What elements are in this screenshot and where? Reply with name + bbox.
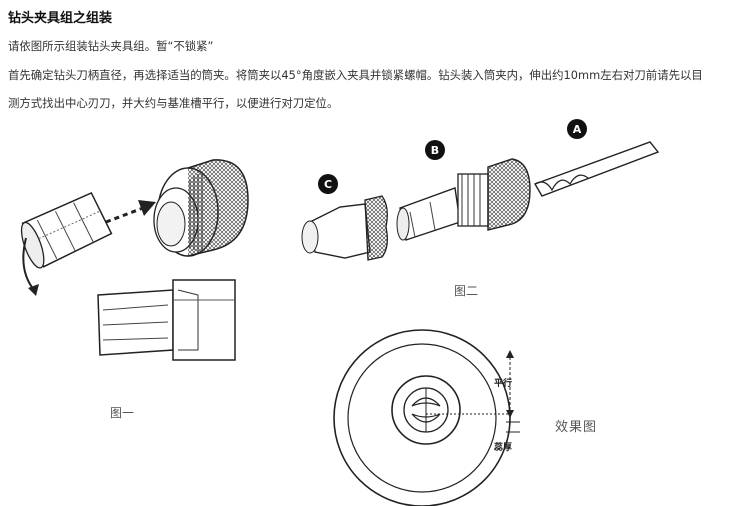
article-title: 钻头夹具组之组装 [8,11,113,26]
cap-c-drawing [301,195,388,261]
figure-2-caption: 图二 [454,284,479,298]
label-b-text: B [431,144,439,157]
figure-1-caption: 图一 [110,406,135,420]
figure-3-caption: 效果图 [555,420,598,435]
drill-bit-drawing [533,141,660,197]
holder-drawing [153,159,249,257]
label-c-text: C [324,178,332,191]
intro-text: 请依图所示组装钻头夹具组。暂“不锁紧” [8,39,214,53]
assembled-collet-drawing [97,279,236,361]
step-text-line-2: 测方式找出中心刃刀，并大约与基准槽平行，以便进行对刀定位。 [8,96,339,110]
collet-drawing [20,191,113,269]
insert-arrow-icon [138,200,156,216]
figure-1-collet-insertion [20,159,249,361]
collet-b-drawing [396,158,531,241]
label-parallel: 平行 [494,379,513,389]
label-a-icon [567,119,587,139]
label-offset: 蕊厚 [494,443,513,453]
label-a-text: A [573,123,582,136]
figure-2-exploded-view: A B C [301,119,660,261]
figure-3-result-view [333,329,520,506]
rotate-arrow-icon [22,237,35,291]
label-b-icon [425,140,445,160]
dimension-arrow-down-icon [506,410,514,418]
step-text-line-1: 首先确定钻头刀柄直径，再选择适当的筒夹。将筒夹以45°角度嵌入夹具并锁紧螺帽。钻… [8,68,703,82]
label-c-icon [318,174,338,194]
dimension-arrow-up-icon [506,350,514,358]
